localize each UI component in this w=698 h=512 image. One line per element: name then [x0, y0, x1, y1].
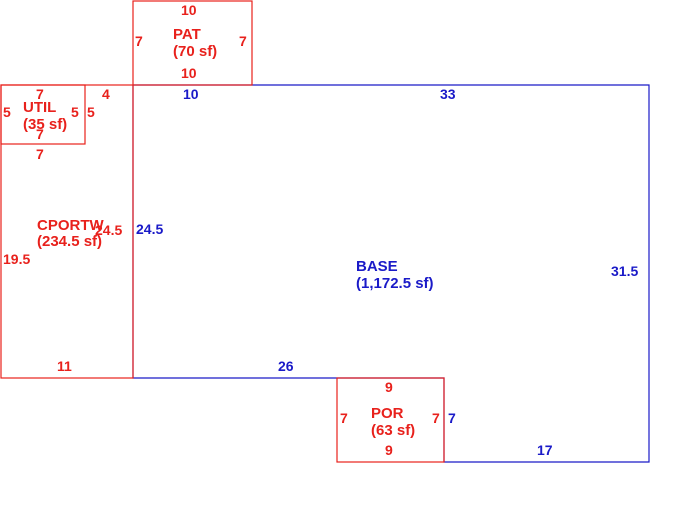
util-right-edge-dimension: 4 [102, 86, 110, 102]
base-bottom-left-dimension: 26 [278, 358, 294, 374]
base-top-left-dimension: 10 [183, 86, 199, 102]
cportw-right-dimension: 24.5 [95, 222, 122, 238]
pat-right-dimension: 7 [239, 33, 247, 49]
por-area-label: (63 sf) [371, 422, 415, 439]
base-right-dimension: 31.5 [611, 263, 638, 279]
pat-bottom-dimension: 10 [181, 65, 197, 81]
base-por-side-dimension: 7 [448, 410, 456, 426]
por-outline [336, 377, 445, 463]
pat-area-label: (70 sf) [173, 43, 217, 60]
pat-name-label: PAT [173, 26, 201, 43]
por-left-dimension: 7 [340, 410, 348, 426]
pat-outline [132, 0, 253, 86]
por-top-dimension: 9 [385, 379, 393, 395]
cportw-bottom-dimension: 11 [57, 358, 72, 374]
util-left-dimension: 5 [3, 104, 11, 120]
por-name-label: POR [371, 405, 404, 422]
base-name-label: BASE [356, 258, 398, 275]
util-area-label: (35 sf) [23, 116, 67, 133]
pat-top-dimension: 10 [181, 2, 197, 18]
base-bottom-right-dimension: 17 [537, 442, 553, 458]
util-inner-right-dimension: 5 [71, 104, 79, 120]
base-top-right-dimension: 33 [440, 86, 456, 102]
cportw-area-label: (234.5 sf) [37, 233, 102, 250]
por-bottom-dimension: 9 [385, 442, 393, 458]
util-outer-right-dimension: 5 [87, 104, 95, 120]
por-right-dimension: 7 [432, 410, 440, 426]
cportw-left-dimension: 19.5 [3, 251, 30, 267]
util-top-dimension: 7 [36, 86, 44, 102]
pat-left-dimension: 7 [135, 33, 143, 49]
base-left-dimension: 24.5 [136, 221, 163, 237]
util-outline [0, 84, 86, 145]
util-bottom-dimension-b: 7 [36, 146, 44, 162]
util-name-label: UTIL [23, 99, 56, 116]
base-area-label: (1,172.5 sf) [356, 275, 434, 292]
cportw-name-label: CPORTW [37, 217, 105, 234]
util-bottom-dimension-a: 7 [36, 126, 44, 142]
